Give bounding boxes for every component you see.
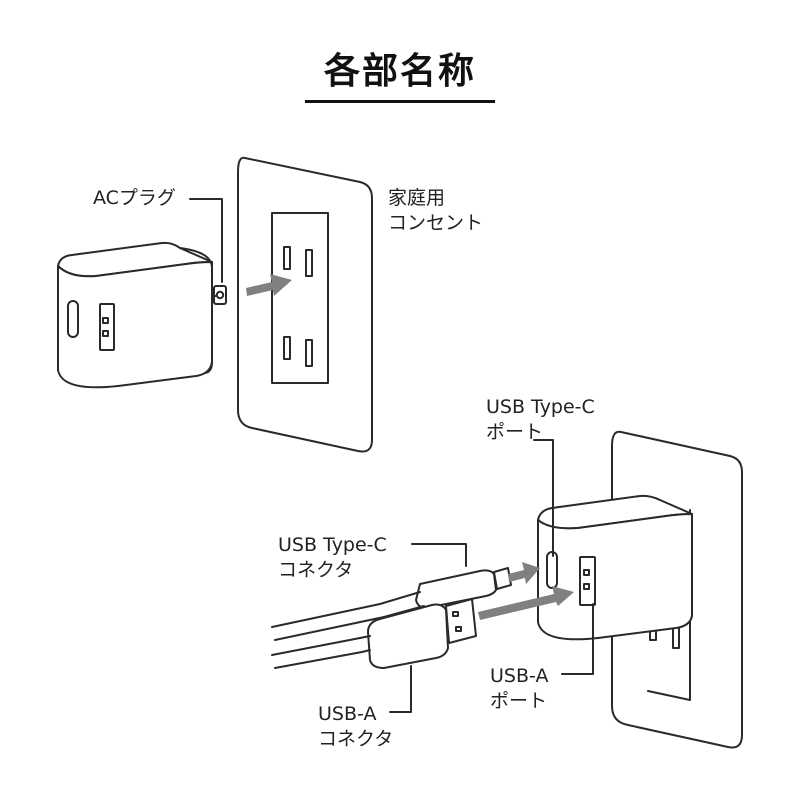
usb-a-port-leader [561, 603, 594, 675]
usb-a-connector-leader [389, 665, 412, 713]
title-underline [305, 100, 495, 103]
usb-a-port-label-line2: ポート [490, 690, 548, 712]
usb-c-connector-label: USB Type-C コネクタ [278, 533, 387, 583]
insert-arrow-ac [246, 274, 292, 296]
usb-a-connector-label: USB-A コネクタ [318, 702, 393, 752]
ac-plug-label: ACプラグ [93, 186, 176, 211]
usb-c-connector-leader [411, 543, 467, 567]
outlet-label-line2: コンセント [388, 212, 484, 234]
usb-c-port-label: USB Type-C ポート [486, 395, 595, 445]
ac-plug-label-text: ACプラグ [93, 187, 176, 209]
usb-c-port-label-line1: USB Type-C [486, 396, 595, 418]
usb-a-connector-label-line1: USB-A [318, 703, 377, 725]
page-title: 各部名称 [323, 51, 476, 92]
charger-cube-top [57, 241, 227, 389]
usb-a-port-label-line1: USB-A [490, 665, 549, 687]
usb-c-port-leader [533, 439, 554, 557]
cables [271, 567, 512, 669]
insert-arrow-usb-c [508, 562, 540, 584]
wall-outlet-top [237, 156, 373, 453]
ac-plug-leader [189, 198, 223, 283]
outlet-label-line1: 家庭用 [388, 187, 446, 209]
charger-cube-bottom [537, 494, 693, 641]
outlet-label: 家庭用 コンセント [388, 186, 483, 236]
usb-c-connector-label-line1: USB Type-C [278, 534, 387, 556]
usb-a-connector-label-line2: コネクタ [318, 728, 394, 750]
insert-arrow-usb-a [478, 586, 574, 620]
usb-a-port-label: USB-A ポート [490, 664, 548, 714]
usb-c-connector-label-line2: コネクタ [278, 559, 354, 581]
usb-c-port-label-line2: ポート [486, 421, 544, 443]
